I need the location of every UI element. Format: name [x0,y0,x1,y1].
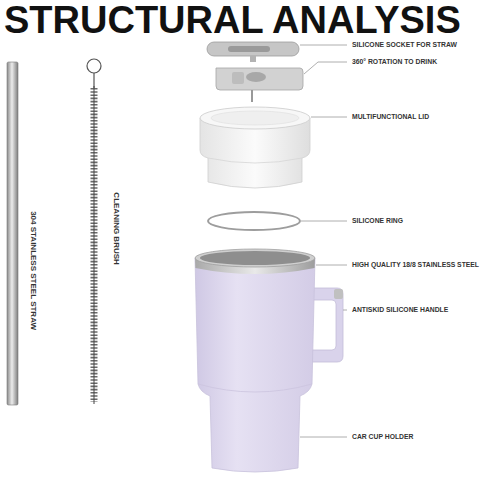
cup [195,249,343,472]
rotation-part [216,68,303,102]
part-label: ANTISKID SILICONE HANDLE [352,306,448,314]
silicone-ring [208,212,300,230]
part-label: SILICONE RING [352,217,403,225]
vertical-label: 304 STAINLESS STEEL STRAW [28,211,37,330]
handle-grip [334,289,343,299]
part-label: MULTIFUNCTIONAL LID [352,113,429,121]
cleaning-brush [87,59,101,404]
handle [312,288,343,362]
silicone-socket [207,42,299,62]
vertical-label: CLEANING BRUSH [112,192,121,264]
leader-lines [300,45,347,437]
title: STRUCTURAL ANALYSIS [4,1,461,39]
part-label: CAR CUP HOLDER [352,433,413,441]
straw [7,62,18,405]
part-label: HIGH QUALITY 18/8 STAINLESS STEEL [352,261,479,269]
lid [200,107,310,188]
part-label: SILICONE SOCKET FOR STRAW [352,41,457,49]
part-label: 360° ROTATION TO DRINK [352,58,437,66]
